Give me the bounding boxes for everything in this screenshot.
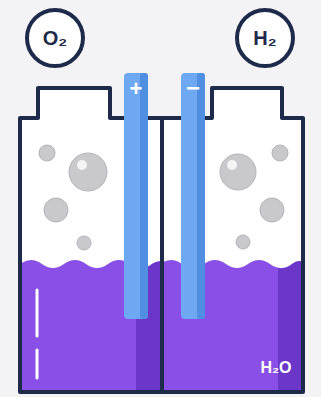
polarity-sign: − — [186, 74, 200, 102]
gas-label-circle: H₂ — [235, 8, 295, 68]
water-label: H₂O — [260, 359, 291, 377]
gas-formula: O₂ — [43, 27, 67, 50]
gas-formula: H₂ — [253, 27, 276, 50]
gas-label-circle: O₂ — [25, 8, 85, 68]
anode — [124, 73, 148, 319]
polarity-sign: + — [130, 76, 143, 102]
cathode — [181, 73, 205, 319]
